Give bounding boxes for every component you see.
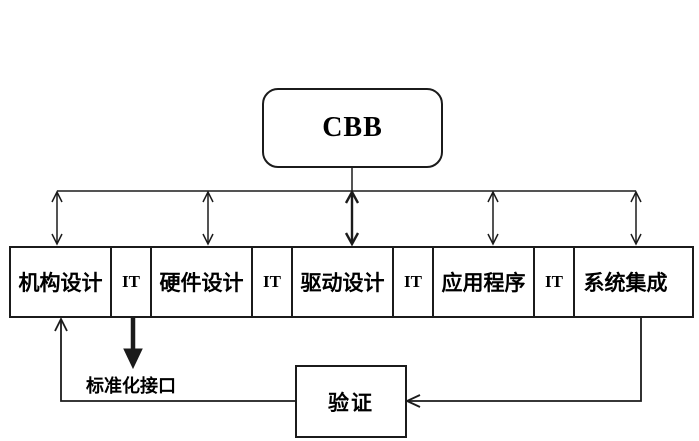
double-arrow-integration — [630, 190, 642, 246]
cell-it-1: IT — [112, 248, 152, 316]
double-arrow-application — [487, 190, 499, 246]
cell-it-2: IT — [253, 248, 293, 316]
verify-input-line — [404, 318, 642, 408]
cbb-node: CBB — [262, 88, 443, 168]
cell-it-4: IT — [535, 248, 575, 316]
cell-it-3: IT — [394, 248, 434, 316]
cell-system-integration: 系统集成 — [583, 272, 668, 295]
standard-interface-arrow — [123, 318, 143, 370]
standard-interface-label: 标准化接口 — [86, 376, 176, 396]
double-arrow-hardware — [202, 190, 214, 246]
module-row: 机构设计 IT 硬件设计 IT 驱动设计 IT 应用程序 IT 系统集成 — [9, 246, 694, 318]
verification-node: 验证 — [295, 365, 407, 438]
cell-mechanism-design: 机构设计 — [11, 248, 112, 316]
feedback-return-line — [54, 316, 295, 402]
double-arrow-driver — [344, 189, 360, 247]
double-arrow-mechanism — [51, 190, 63, 246]
verification-label: 验证 — [328, 391, 374, 415]
cbb-label: CBB — [322, 112, 383, 143]
cell-application: 应用程序 — [434, 248, 535, 316]
cell-driver-design: 驱动设计 — [293, 248, 394, 316]
cell-hardware-design: 硬件设计 — [152, 248, 253, 316]
